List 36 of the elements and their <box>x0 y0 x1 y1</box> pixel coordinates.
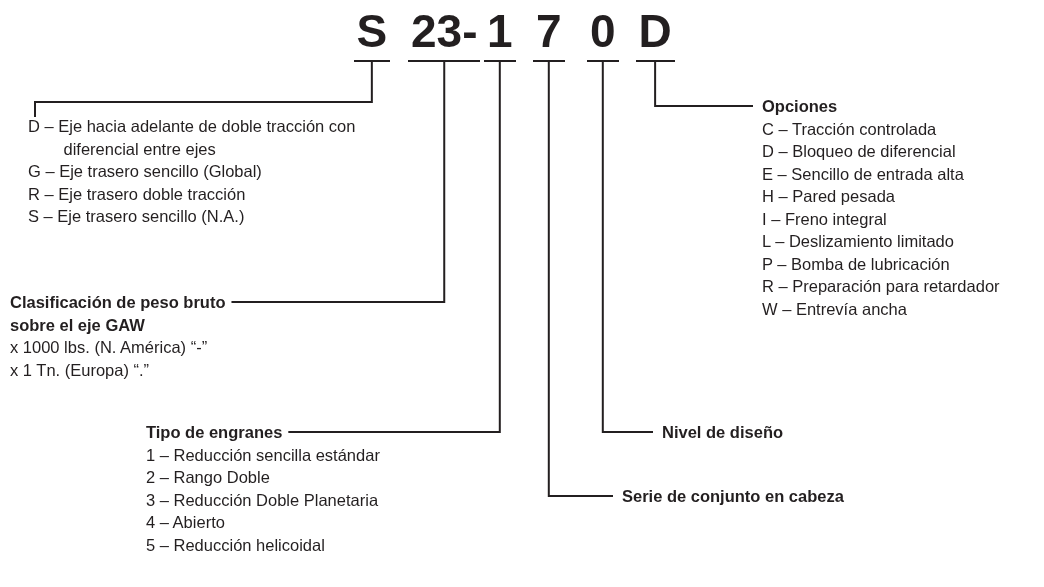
leader-line <box>547 61 614 497</box>
heading-text: Opciones <box>762 96 839 117</box>
code-description: R – Eje trasero doble tracción <box>28 183 247 205</box>
code-character: 0 <box>587 8 619 62</box>
code-description: x 1000 lbs. (N. América) “-” <box>10 337 209 358</box>
leader-line <box>230 61 446 303</box>
code-description: D – Eje hacia adelante de doble tracción con diferencial entre ejes <box>28 116 357 160</box>
heading-text: Nivel de diseño <box>662 422 784 443</box>
code-description: 5 – Reducción helicoidal <box>146 534 326 556</box>
code-description: I – Freno integral <box>762 208 888 230</box>
code-description: C – Tracción controlada <box>762 118 938 140</box>
code-description: 3 – Reducción Doble Planetaria <box>146 489 380 511</box>
code-description: 2 – Rango Doble <box>146 467 271 488</box>
code-character: 1 <box>484 8 516 62</box>
code-description: W – Entrevía ancha <box>762 298 908 320</box>
code-character: D <box>635 8 675 62</box>
code-description: G – Eje trasero sencillo (Global) <box>28 161 263 182</box>
code-description: L – Deslizamiento limitado <box>762 231 955 252</box>
code-description: x 1 Tn. (Europa) “.” <box>10 359 151 381</box>
leader-line <box>654 61 754 107</box>
code-description: E – Sencillo de entrada alta <box>762 163 965 185</box>
code-description: R – Preparación para retardador <box>762 276 1000 297</box>
heading-text: Tipo de engranes <box>146 422 284 443</box>
code-character: 23- <box>408 8 481 62</box>
leader-line <box>287 61 501 433</box>
code-description: S – Eje trasero sencillo (N.A.) <box>28 206 246 227</box>
leader-line <box>601 61 654 433</box>
code-description: P – Bomba de lubricación <box>762 253 951 275</box>
code-character: 7 <box>533 8 565 62</box>
code-description: 4 – Abierto <box>146 512 226 533</box>
leader-line <box>34 61 373 118</box>
code-character: S <box>353 8 391 62</box>
code-description: 1 – Reducción sencilla estándar <box>146 444 380 466</box>
code-description: D – Bloqueo de diferencial <box>762 141 957 162</box>
heading-text: Serie de conjunto en cabeza <box>622 486 844 507</box>
code-description: H – Pared pesada <box>762 186 896 207</box>
